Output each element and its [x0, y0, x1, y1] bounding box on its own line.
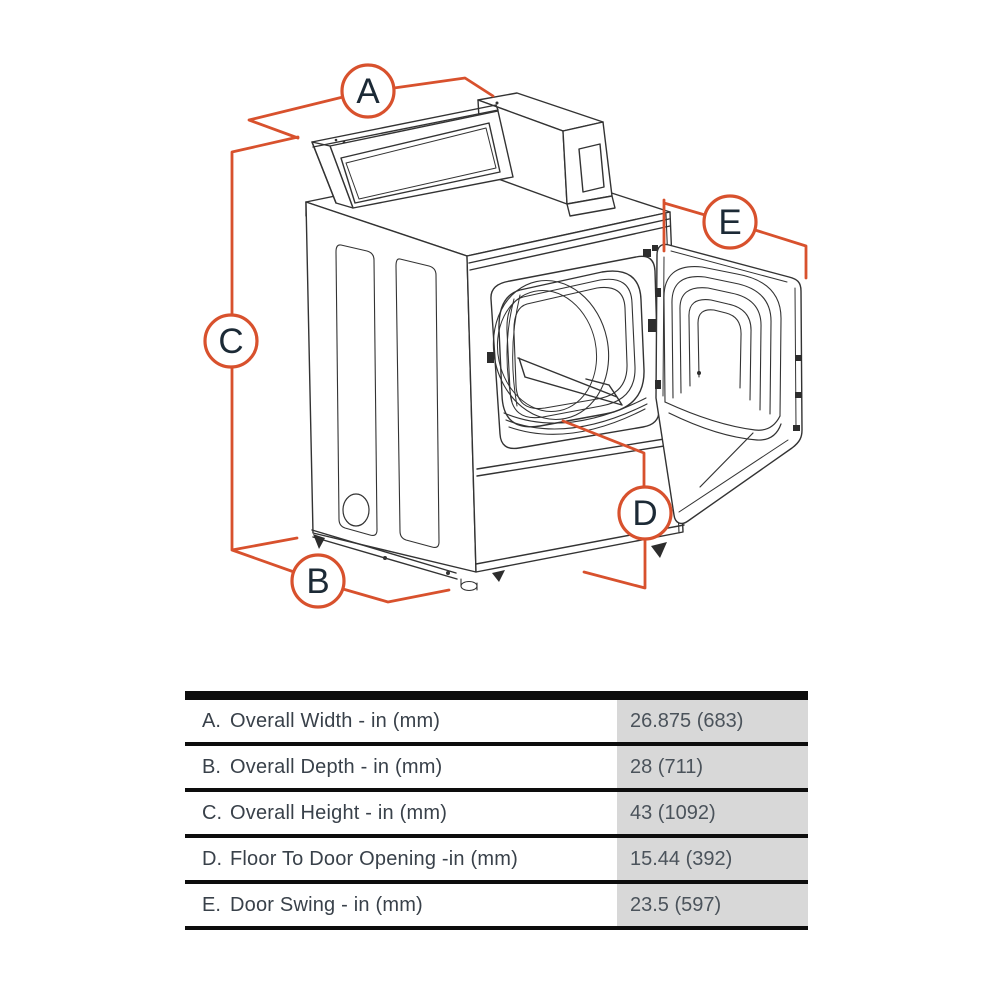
callout-c-label: C — [218, 322, 243, 361]
row-key: D. — [202, 847, 222, 870]
row-value: 26.875 (683) — [617, 700, 808, 742]
row-value: 15.44 (392) — [617, 838, 808, 880]
row-key: E. — [202, 893, 221, 916]
top-trim — [468, 218, 671, 271]
row-key: C. — [202, 801, 222, 824]
front-left-foot-pad — [460, 580, 478, 592]
dimension-line-b — [341, 587, 451, 604]
drum-rim — [492, 279, 610, 421]
drum-baffle — [517, 357, 623, 406]
row-label: Door Swing - in (mm) — [230, 893, 423, 916]
row-value: 43 (1092) — [617, 792, 808, 834]
table-top-bar — [185, 691, 808, 700]
dimension-line-a — [247, 76, 495, 140]
row-value: 28 (711) — [617, 746, 808, 788]
door-window — [663, 266, 782, 417]
door-catch — [643, 249, 651, 257]
row-label: Overall Width - in (mm) — [230, 709, 441, 732]
callout-d: D — [561, 419, 673, 590]
callout-c: C — [203, 135, 300, 574]
dimension-line-e — [662, 198, 808, 280]
hinge-tab — [487, 352, 494, 363]
row-label: Overall Depth - in (mm) — [230, 755, 443, 778]
side-panel — [305, 201, 478, 592]
rear-foot — [313, 534, 325, 549]
control-panel — [311, 104, 514, 209]
door-hinge — [655, 380, 661, 389]
front-left-foot — [492, 570, 505, 582]
callout-c-circle — [203, 313, 259, 369]
callout-a-circle — [340, 63, 396, 119]
row-label: Overall Height - in (mm) — [230, 801, 448, 824]
table-rows: A. Overall Width - in (mm) 26.875 (683) … — [185, 700, 808, 930]
callout-b-circle — [290, 553, 346, 609]
table-row: C. Overall Height - in (mm) 43 (1092) — [185, 792, 808, 838]
callout-d-circle — [617, 485, 673, 541]
front-right-foot — [651, 542, 667, 558]
callout-a-label: A — [356, 72, 380, 111]
row-key: B. — [202, 755, 221, 778]
dryer-dimension-diagram: A C B D E — [203, 63, 808, 609]
drum-back — [496, 289, 598, 413]
callout-b: B — [290, 553, 451, 609]
dimension-callouts: A C B D E — [203, 63, 808, 609]
callout-e-circle — [702, 194, 758, 250]
callout-a: A — [247, 63, 495, 140]
callout-e: E — [662, 194, 808, 280]
door-hinge — [655, 288, 661, 297]
dryer-illustration — [305, 92, 803, 592]
callout-b-label: B — [306, 562, 329, 601]
open-door — [655, 243, 803, 525]
dimension-line-c — [230, 135, 300, 574]
kick-panel-seam — [476, 435, 684, 477]
row-key: A. — [202, 709, 221, 732]
opening-lower-rim — [503, 397, 648, 435]
door-window-scoop — [664, 401, 789, 513]
table-row: D. Floor To Door Opening -in (mm) 15.44 … — [185, 838, 808, 884]
dimension-spec-table: A. Overall Width - in (mm) 26.875 (683) … — [185, 691, 808, 930]
row-label: Floor To Door Opening -in (mm) — [230, 847, 518, 870]
dimension-line-d — [561, 419, 647, 590]
callout-d-label: D — [632, 494, 657, 533]
door-latch — [648, 319, 656, 332]
table-row: A. Overall Width - in (mm) 26.875 (683) — [185, 700, 808, 746]
vent-hole — [342, 493, 370, 527]
row-value: 23.5 (597) — [617, 884, 808, 926]
table-row: B. Overall Depth - in (mm) 28 (711) — [185, 746, 808, 792]
drum-opening — [487, 245, 660, 450]
table-row: E. Door Swing - in (mm) 23.5 (597) — [185, 884, 808, 930]
callout-e-label: E — [718, 203, 741, 242]
